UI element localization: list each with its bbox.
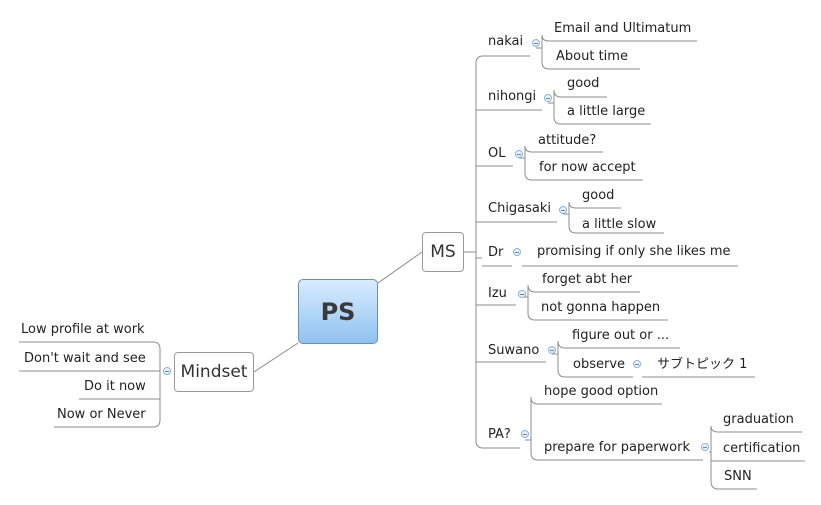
subtopic-attitude[interactable]: attitude?: [538, 133, 597, 148]
subtopic-dont-wait[interactable]: Don't wait and see: [24, 351, 146, 366]
collapse-toggle-icon[interactable]: [515, 150, 523, 158]
subtopic-now-or-never[interactable]: Now or Never: [57, 407, 146, 422]
subtopic-good[interactable]: good: [582, 188, 615, 203]
branch-pa[interactable]: PA?: [488, 427, 511, 442]
subtopic-hope-good-option[interactable]: hope good option: [544, 384, 659, 399]
branch-chigasaki[interactable]: Chigasaki: [488, 201, 552, 216]
collapse-toggle-icon[interactable]: [548, 346, 556, 354]
topic-mindset[interactable]: Mindset: [174, 352, 254, 392]
collapse-toggle-icon[interactable]: [532, 39, 540, 47]
collapse-toggle-icon[interactable]: [163, 367, 171, 375]
central-topic[interactable]: PS: [298, 279, 378, 344]
subtopic-little-large[interactable]: a little large: [567, 104, 646, 119]
subtopic-low-profile[interactable]: Low profile at work: [21, 322, 145, 337]
branch-nakai[interactable]: nakai: [488, 34, 524, 49]
subtopic-email-ultimatum[interactable]: Email and Ultimatum: [554, 21, 692, 36]
branch-nihongi[interactable]: nihongi: [488, 89, 537, 104]
collapse-toggle-icon[interactable]: [513, 248, 521, 256]
subtopic-figure-out[interactable]: figure out or ...: [572, 328, 670, 343]
subtopic-little-slow[interactable]: a little slow: [582, 217, 657, 232]
subtopic-snn[interactable]: SNN: [724, 469, 752, 484]
subtopic-subtopic-1[interactable]: サブトピック 1: [657, 357, 748, 372]
collapse-toggle-icon[interactable]: [521, 430, 529, 438]
topic-ms[interactable]: MS: [422, 232, 464, 272]
collapse-toggle-icon[interactable]: [559, 206, 567, 214]
subtopic-do-it-now[interactable]: Do it now: [84, 379, 146, 394]
subtopic-certification[interactable]: certification: [723, 441, 801, 456]
subtopic-about-time[interactable]: About time: [556, 49, 628, 64]
collapse-toggle-icon[interactable]: [518, 290, 526, 298]
subtopic-graduation[interactable]: graduation: [723, 412, 794, 427]
subtopic-observe[interactable]: observe: [573, 357, 626, 372]
collapse-toggle-icon[interactable]: [544, 94, 552, 102]
branch-suwano[interactable]: Suwano: [488, 343, 540, 358]
collapse-toggle-icon[interactable]: [633, 360, 641, 368]
collapse-toggle-icon[interactable]: [701, 443, 709, 451]
branch-dr[interactable]: Dr: [488, 245, 504, 260]
subtopic-promising[interactable]: promising if only she likes me: [537, 244, 731, 259]
branch-izu[interactable]: Izu: [488, 286, 507, 301]
subtopic-for-now-accept[interactable]: for now accept: [539, 160, 636, 175]
branch-ol[interactable]: OL: [488, 146, 506, 161]
subtopic-prepare-paperwork[interactable]: prepare for paperwork: [544, 440, 690, 455]
subtopic-not-gonna-happen[interactable]: not gonna happen: [541, 300, 661, 315]
subtopic-forget-abt-her[interactable]: forget abt her: [542, 272, 633, 287]
subtopic-good[interactable]: good: [567, 76, 600, 91]
